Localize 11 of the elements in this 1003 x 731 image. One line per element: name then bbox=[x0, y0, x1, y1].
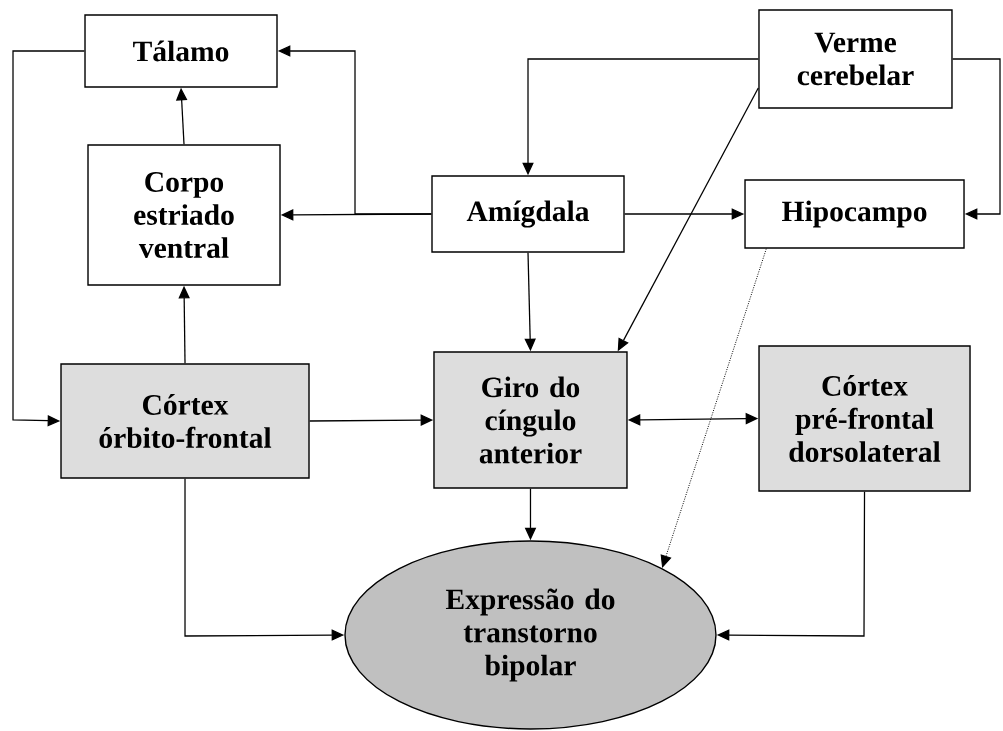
arrow bbox=[660, 248, 767, 568]
region-box: Córtex pré-frontal dorsolateral bbox=[758, 345, 971, 492]
region-box: Giro do cíngulo anterior bbox=[433, 351, 628, 489]
region-box: Hipocampo bbox=[744, 179, 965, 249]
region-box: Verme cerebelar bbox=[758, 9, 953, 109]
arrow bbox=[952, 58, 1001, 220]
region-box: Tálamo bbox=[84, 14, 278, 88]
region-box: Amígdala bbox=[431, 175, 625, 253]
arrow bbox=[12, 50, 85, 427]
region-box: Corpo estriado ventral bbox=[87, 144, 281, 286]
region-box: Córtex órbito-frontal bbox=[60, 363, 310, 479]
